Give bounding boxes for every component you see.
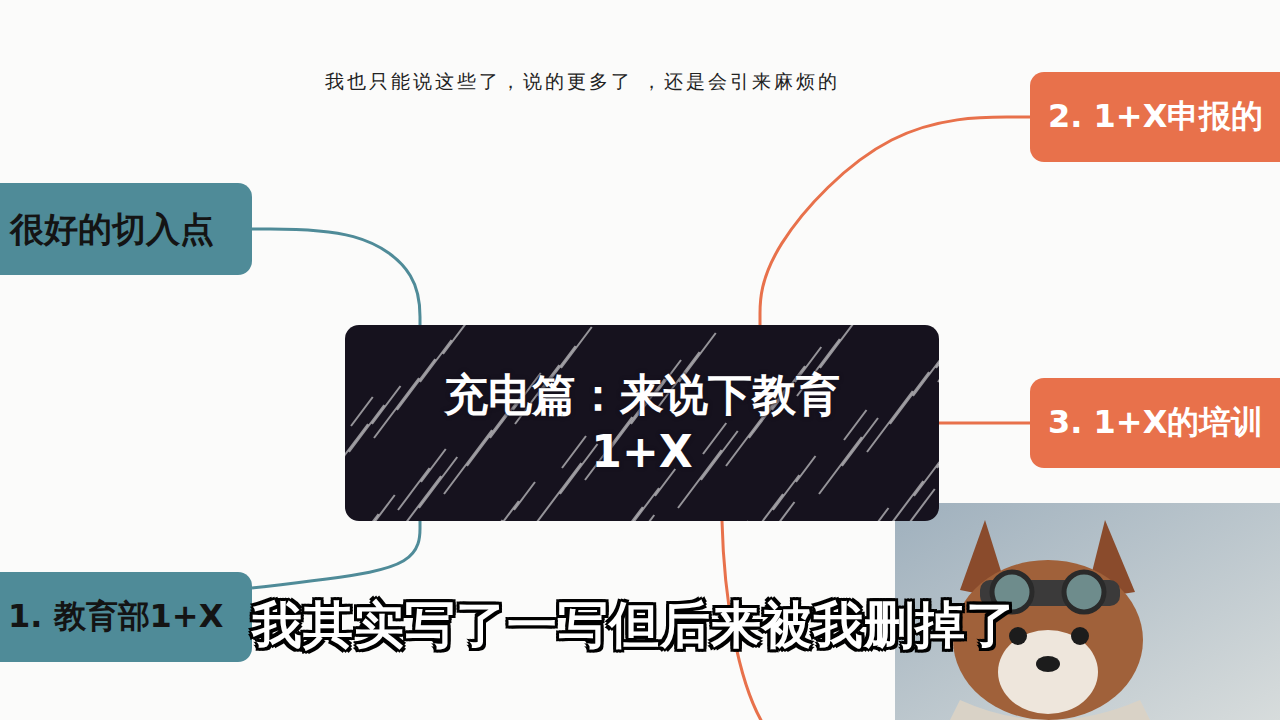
hatch-stroke [938,326,939,382]
nose [1036,656,1060,672]
hatch-stroke [514,482,535,510]
branch-line [760,117,1030,325]
hatch-stroke [398,468,430,510]
goggle-lens [1064,572,1104,612]
topic-text: 很好的切入点 [10,207,214,251]
hatch-stroke [842,418,878,466]
hatch-stroke [468,520,503,521]
hatch-stroke [819,437,862,494]
topic-box: 很好的切入点 [0,183,252,275]
hatch-stroke [796,456,816,482]
hatch-stroke [891,481,923,521]
scarf [950,700,1150,720]
hatch-stroke [890,372,929,424]
hatch-fill [345,325,939,521]
topic-text: 3. 1+X的培训 [1048,402,1263,444]
hatch-stroke [345,424,368,480]
hatch-stroke [374,378,419,438]
branch-line [939,422,1030,425]
hatch-stroke [820,325,856,368]
hatch-stroke [351,397,373,426]
hatch-stroke [562,436,586,468]
hatch-stroke [703,423,726,454]
topic-text: 1. 教育部1+X [8,596,223,638]
hatch-stroke [421,449,446,482]
branch-line [252,521,420,588]
hatch-stroke [349,405,384,452]
hatch-stroke [372,386,401,424]
eye [1071,627,1089,645]
hatch-stroke [561,327,592,368]
hatch-stroke [867,391,913,452]
hatch-stroke [491,501,519,521]
subtitle: 我其实写了一写但后来被我删掉了 [252,598,1017,653]
note-text: 我也只能说这些了，说的更多了 ，还是会引来麻烦的 [325,68,875,96]
hatch-stroke [397,359,435,410]
hatch-stroke [537,463,581,521]
hatch-stroke [701,431,738,480]
topic-box: 3. 1+X的培训 [1030,378,1280,468]
topic-box: 1. 教育部1+X [0,572,252,662]
branch-line [252,229,420,325]
central-topic: 充电篇：来说下教育 1+X [345,325,939,521]
hatch-stroke [443,325,468,354]
hatch-stroke [748,502,795,521]
hatch-stroke [773,475,799,510]
hatch-stroke [914,462,939,496]
hatch-stroke [866,508,889,521]
hatch-stroke [444,430,492,494]
hatch-stroke [750,494,783,521]
hatch-stroke [350,514,379,521]
hatch-stroke [844,410,867,440]
topic-text: 2. 1+X申报的 [1048,96,1263,138]
hatch-stroke [607,515,654,521]
central-topic-text: 充电篇：来说下教育 1+X [387,366,897,480]
topic-box: 2. 1+X申报的 [1030,72,1280,162]
hatch-stroke [609,507,643,521]
